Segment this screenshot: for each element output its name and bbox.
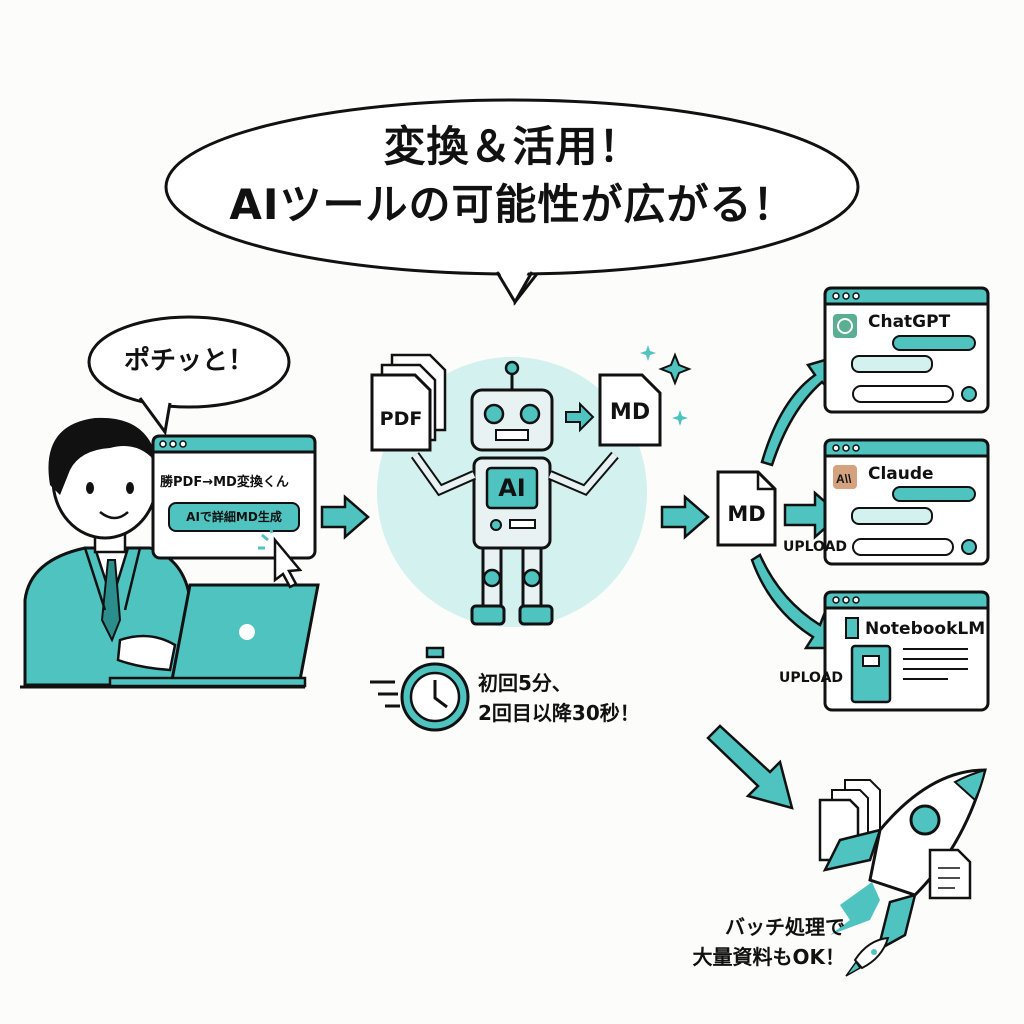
mouse-cursor-icon — [258, 525, 303, 589]
user-exclamation: ポチッと！ — [123, 346, 254, 376]
md-result-label: MD — [727, 502, 766, 526]
headline-line-1: 変換＆活用！ — [383, 122, 642, 171]
batch-line-1: バッチ処理で — [725, 915, 845, 939]
claude-window: A\\ — [823, 438, 990, 566]
notebooklm-label: NotebookLM — [865, 619, 986, 639]
timing-subsequent-runs: 2回目以降30秒！ — [478, 701, 640, 725]
laptop-icon — [108, 583, 320, 688]
notebooklm-window — [823, 590, 990, 712]
businessman-illustration — [20, 417, 305, 689]
claude-label: Claude — [868, 464, 934, 484]
generate-md-button[interactable]: AIで詳細MD生成 — [168, 502, 300, 532]
timing-first-run: 初回5分、 — [478, 671, 572, 695]
claude-upload-label: UPLOAD — [783, 539, 848, 555]
chatgpt-label: ChatGPT — [868, 312, 951, 332]
svg-text:A\\: A\\ — [836, 472, 852, 486]
md-document-label: MD — [609, 400, 651, 425]
batch-line-2: 大量資料もOK！ — [692, 945, 846, 969]
chatgpt-window — [823, 286, 990, 414]
batch-processing-text: バッチ処理で 大量資料もOK！ — [630, 912, 846, 972]
pdf-document-label: PDF — [379, 408, 423, 430]
notebooklm-upload-label: UPLOAD — [779, 670, 844, 686]
user-speech-bubble — [87, 315, 291, 436]
headline-line-2: AIツールの可能性が広がる！ — [229, 180, 796, 229]
app-window-title: 勝PDF→MD変換くん — [160, 475, 289, 490]
processing-time: 初回5分、 2回目以降30秒！ — [478, 668, 640, 728]
headline: 変換＆活用！ AIツールの可能性が広がる！ — [165, 118, 860, 234]
robot-ai-label: AI — [498, 474, 526, 502]
